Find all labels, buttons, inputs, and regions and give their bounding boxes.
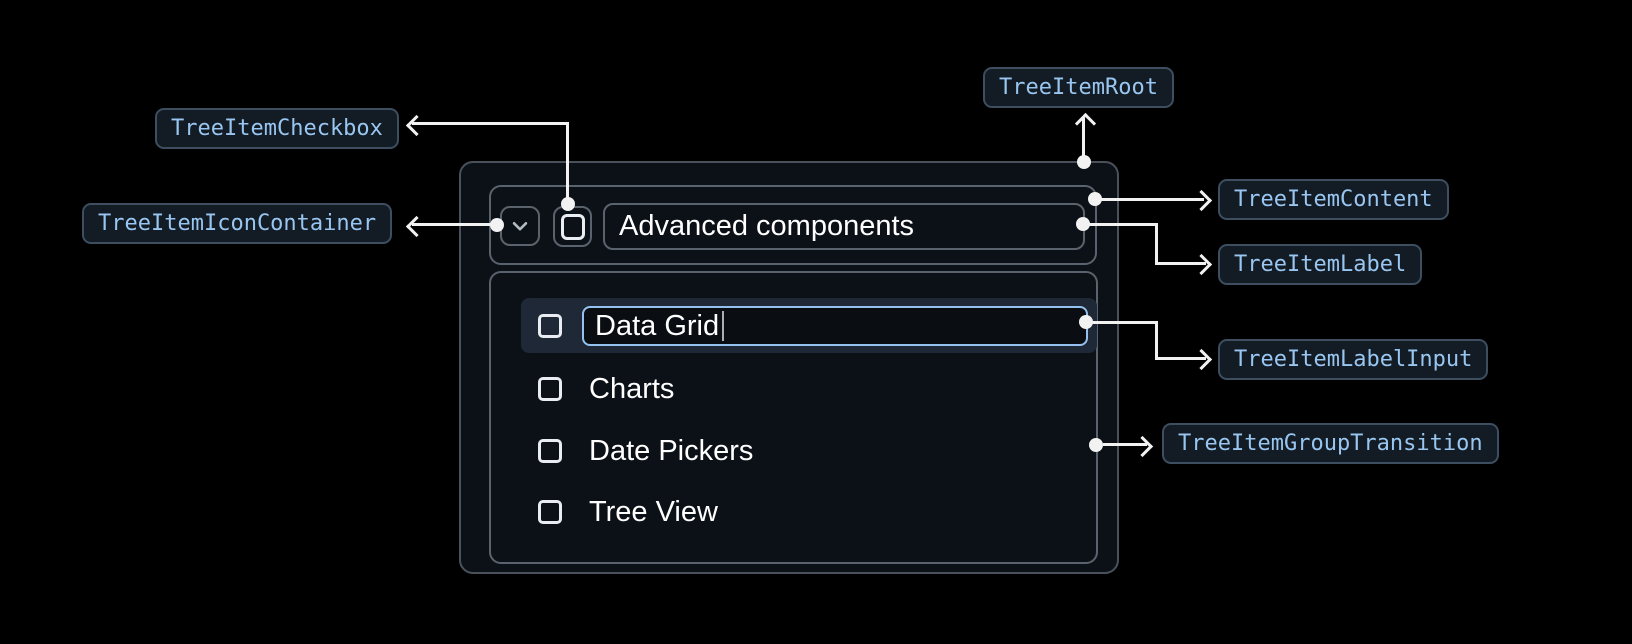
- checkbox-unchecked-icon[interactable]: [538, 500, 562, 524]
- checkbox-unchecked-icon[interactable]: [538, 439, 562, 463]
- badge-tree-item-label: TreeItemLabel: [1218, 244, 1423, 285]
- badge-tree-item-group-transition: TreeItemGroupTransition: [1162, 423, 1499, 464]
- tree-item-label[interactable]: Advanced components: [603, 203, 1085, 250]
- connector-label-input: [1089, 321, 1158, 324]
- tree-item-label-text: Advanced components: [619, 210, 915, 242]
- tree-row-tree-view[interactable]: Tree View: [521, 492, 1097, 532]
- badge-tree-item-icon-container: TreeItemIconContainer: [82, 203, 393, 244]
- tree-item-content[interactable]: Advanced components: [489, 185, 1097, 265]
- label-input-value: Data Grid: [595, 309, 720, 342]
- tree-row-charts[interactable]: Charts: [521, 369, 1097, 409]
- arrowhead-right-icon: [1190, 189, 1213, 212]
- tree-item-label-input[interactable]: Data Grid: [582, 306, 1088, 346]
- connector-dot-label-input: [1079, 315, 1093, 329]
- tree-item-label-text: Date Pickers: [589, 434, 754, 467]
- connector-dot-group-transition: [1089, 438, 1103, 452]
- connector-dot-checkbox: [561, 197, 575, 211]
- connector-label: [1155, 223, 1158, 265]
- connector-label: [1086, 223, 1158, 226]
- tree-item-label-text: Charts: [589, 372, 675, 405]
- arrowhead-right-icon: [1131, 435, 1154, 458]
- connector-dot-label: [1076, 217, 1090, 231]
- connector-label-input: [1155, 321, 1158, 360]
- arrowhead-left-icon: [405, 215, 428, 238]
- arrowhead-up-icon: [1074, 112, 1097, 135]
- connector-label-input: [1155, 357, 1206, 360]
- tree-item-icon-container[interactable]: [500, 206, 540, 246]
- connector-icon-container: [412, 223, 500, 226]
- badge-tree-item-content: TreeItemContent: [1218, 179, 1449, 220]
- connector-label: [1155, 262, 1206, 265]
- connector-dot-icon-container: [490, 218, 504, 232]
- checkbox-unchecked-icon[interactable]: [538, 377, 562, 401]
- tree-item-group-transition: Data Grid Charts Date Pickers Tree View: [489, 271, 1098, 564]
- arrowhead-right-icon: [1190, 348, 1213, 371]
- checkbox-unchecked-icon[interactable]: [538, 313, 562, 338]
- connector-group-transition: [1103, 443, 1147, 446]
- tree-item-checkbox[interactable]: [553, 206, 592, 247]
- connector-content: [1098, 198, 1204, 201]
- arrowhead-right-icon: [1190, 253, 1213, 276]
- connector-dot-content: [1088, 192, 1102, 206]
- badge-tree-item-label-input: TreeItemLabelInput: [1218, 339, 1489, 380]
- checkbox-unchecked-icon: [560, 213, 585, 240]
- connector-checkbox: [566, 122, 569, 202]
- badge-tree-item-root: TreeItemRoot: [983, 67, 1174, 108]
- connector-dot-root: [1077, 155, 1091, 169]
- text-cursor: [722, 311, 725, 341]
- tree-item-root: Advanced components Data Grid Charts Dat…: [459, 161, 1119, 574]
- tree-row-date-pickers[interactable]: Date Pickers: [521, 431, 1097, 471]
- tree-item-label-text: Tree View: [589, 495, 718, 528]
- tree-row-data-grid[interactable]: Data Grid: [521, 298, 1097, 353]
- connector-root: [1082, 118, 1085, 164]
- connector-checkbox: [412, 122, 568, 125]
- chevron-down-icon: [507, 213, 533, 239]
- arrowhead-left-icon: [405, 114, 428, 137]
- badge-tree-item-checkbox: TreeItemCheckbox: [155, 108, 399, 149]
